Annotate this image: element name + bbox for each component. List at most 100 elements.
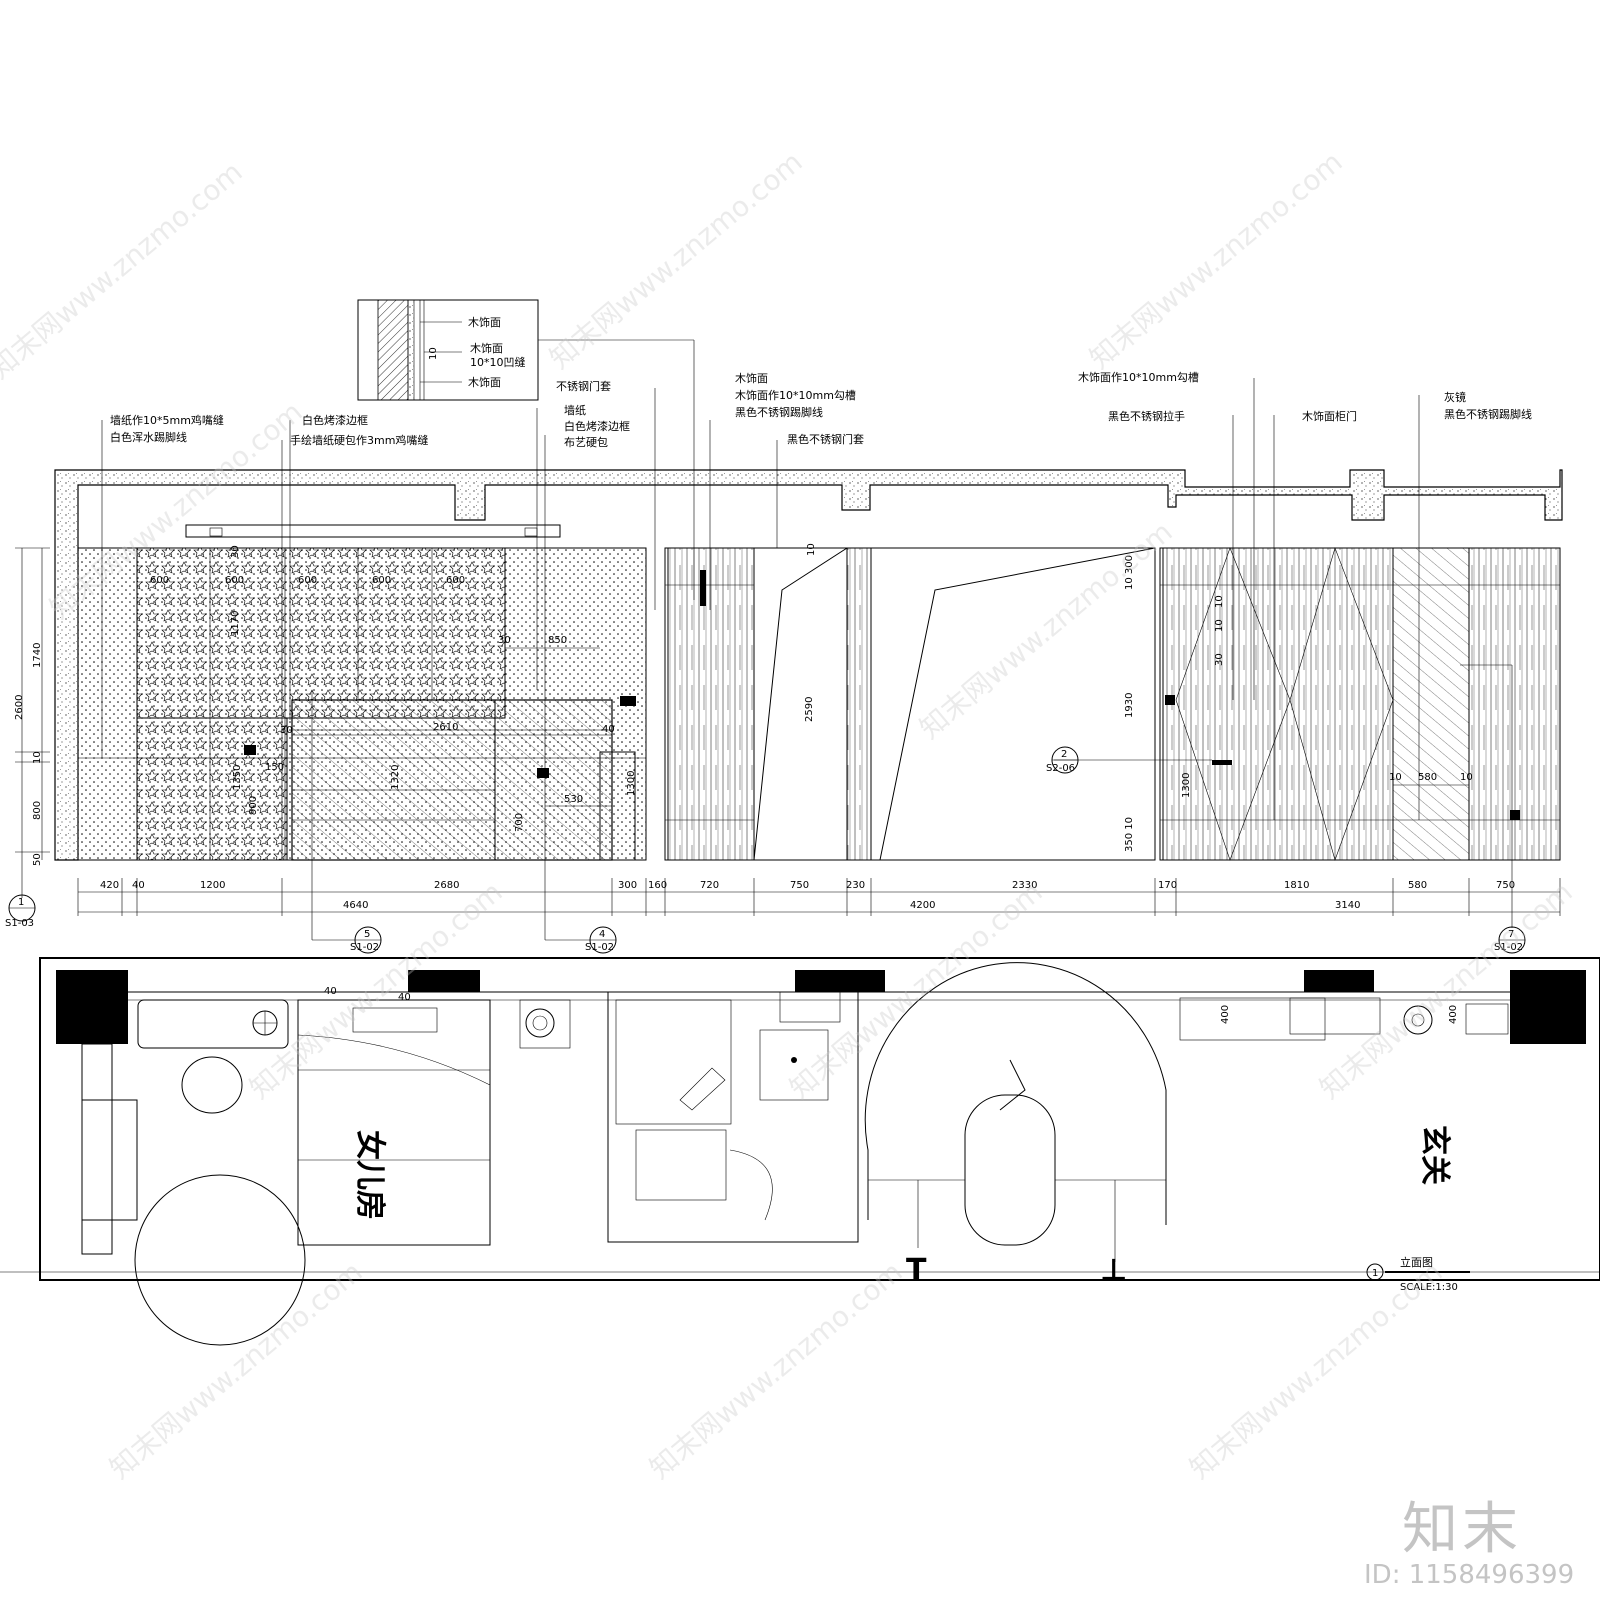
- brand-logo-text: 知末: [1402, 1497, 1522, 1562]
- plan-dim-40a: 40: [324, 986, 337, 997]
- dim-1320: 1320: [390, 765, 401, 790]
- wall-detail-section: 木饰面 木饰面 10*10凹缝 木饰面 10: [357, 299, 695, 600]
- panel-dim-2: 600: [225, 575, 244, 586]
- panel-dim-5: 600: [446, 575, 465, 586]
- ann-black-ss-skirting: 黑色不锈钢踢脚线: [735, 405, 823, 419]
- room-label-daughter: 女儿房: [352, 1130, 387, 1220]
- elevation-left-zone: [77, 524, 647, 861]
- bottom-total-4200: 4200: [910, 900, 935, 911]
- svg-text:1: 1: [18, 897, 24, 908]
- dim-30-handle: 30: [1214, 653, 1225, 666]
- callout-4: 4 S1-02: [544, 770, 617, 954]
- dim-700: 700: [514, 813, 525, 832]
- bottom-dim-160-5: 160: [648, 880, 667, 891]
- bottom-dim-750-13: 750: [1496, 880, 1515, 891]
- ann-black-ss-handle: 黑色不锈钢拉手: [1108, 409, 1185, 423]
- dim-1740: 1740: [32, 643, 43, 668]
- watermark-2: 知末网www.znzmo.com: [543, 145, 808, 375]
- plan-dim-400b: 400: [1448, 1005, 1459, 1024]
- detail-label-wood-bottom: 木饰面: [468, 375, 501, 389]
- vertical-dimensions: 2600 1740 10 800 50 1170 30 1350 900 132…: [14, 543, 1225, 870]
- detail-label-groove: 10*10凹缝: [470, 355, 526, 369]
- dim-10-left: 10: [32, 751, 43, 764]
- ann-fabric: 布艺硬包: [564, 436, 608, 449]
- ann-wood-face: 木饰面: [735, 371, 768, 385]
- ann-cabinet-door: 木饰面柜门: [1302, 409, 1357, 423]
- watermark-9: 知末网www.znzmo.com: [103, 1255, 368, 1485]
- ann-grey-mirror: 灰镜: [1444, 390, 1466, 404]
- dim-2600: 2600: [14, 695, 25, 720]
- dim-inner-150: 150: [265, 762, 284, 773]
- dim-2590: 2590: [804, 697, 815, 722]
- annotations-left: 墙纸作10*5mm鸡嘴缝 白色浑水踢脚线 白色烤漆边框 手绘墙纸硬包作3mm鸡嘴…: [110, 379, 630, 449]
- ann-black-ss-frame: 黑色不锈钢门套: [787, 432, 864, 446]
- panel-dim-1: 600: [150, 575, 169, 586]
- dim-inner-530: 530: [564, 794, 583, 805]
- panel-dim-4: 600: [372, 575, 391, 586]
- inner-dimensions: 30 850 2610 40 150 30 530 10 580 10: [265, 635, 1473, 807]
- svg-text:7: 7: [1508, 929, 1514, 940]
- svg-text:5: 5: [364, 929, 370, 940]
- dim-800: 800: [32, 801, 43, 820]
- dim-inner-580: 580: [1418, 772, 1437, 783]
- dim-1930: 1930: [1124, 693, 1135, 718]
- dim-1300-right: 1300: [1181, 773, 1192, 798]
- ann-wallpaper: 墙纸: [564, 403, 586, 417]
- bottom-dim-420-0: 420: [100, 880, 119, 891]
- annotations-middle: 木饰面 木饰面作10*10mm勾槽 黑色不锈钢踢脚线 黑色不锈钢门套: [735, 371, 864, 446]
- bottom-dim-720-6: 720: [700, 880, 719, 891]
- title-number: 1: [1372, 1268, 1378, 1279]
- callout-7: 7 S1-02: [1494, 665, 1526, 954]
- ann-white-skirting: 白色浑水踢脚线: [110, 430, 187, 444]
- dim-inner-30b: 30: [280, 725, 293, 736]
- callout-5: 5 S1-02: [311, 690, 382, 954]
- ann-wood-groove-right: 木饰面作10*10mm勾槽: [1078, 370, 1199, 384]
- svg-text:S1-02: S1-02: [585, 942, 614, 953]
- panel-dim-3: 600: [298, 575, 317, 586]
- dim-inner-10-mirror: 10: [1389, 772, 1402, 783]
- dim-50: 50: [32, 853, 43, 866]
- svg-text:S1-03: S1-03: [5, 918, 34, 929]
- room-label-foyer: 玄关: [1417, 1125, 1452, 1185]
- bottom-dim-2680-3: 2680: [434, 880, 459, 891]
- ann-ss-door-frame: 不锈钢门套: [556, 379, 611, 393]
- bottom-dim-230-8: 230: [846, 880, 865, 891]
- ann-wallpaper-seam: 墙纸作10*5mm鸡嘴缝: [110, 413, 224, 427]
- callout-1: 1 S1-03: [5, 870, 36, 929]
- dim-10-handle: 10: [1214, 619, 1225, 632]
- dim-inner-30: 30: [498, 635, 511, 646]
- ceiling-slab: [54, 469, 1563, 861]
- ann-wood-groove: 木饰面作10*10mm勾槽: [735, 388, 856, 402]
- panel-dims: 600 600 600 600 600: [150, 575, 465, 586]
- title-scale: SCALE:1:30: [1400, 1282, 1458, 1293]
- detail-gap-dim: 10: [428, 347, 439, 360]
- title-block: 1 立面图 SCALE:1:30: [1366, 1255, 1470, 1293]
- watermark-1: 知末网www.znzmo.com: [0, 155, 249, 385]
- ann-black-ss-skirting-right: 黑色不锈钢踢脚线: [1444, 407, 1532, 421]
- section-callouts: 1 S1-03 5 S1-02 4 S1-02 7 S1-02: [5, 665, 1526, 954]
- dim-inner-40: 40: [602, 724, 615, 735]
- bottom-total-4640: 4640: [343, 900, 368, 911]
- dim-1350: 1350: [232, 765, 243, 790]
- detail-label-wood-top: 木饰面: [468, 315, 501, 329]
- ann-handpainted: 手绘墙纸硬包作3mm鸡嘴缝: [290, 433, 428, 447]
- bottom-dim-300-4: 300: [618, 880, 637, 891]
- plan-dim-400a: 400: [1220, 1005, 1231, 1024]
- svg-text:S1-02: S1-02: [1494, 942, 1523, 953]
- stair-up-mark: ⊥: [1100, 1253, 1127, 1288]
- dim-inner-2610: 2610: [433, 722, 458, 733]
- bottom-total-3140: 3140: [1335, 900, 1360, 911]
- dim-900: 900: [248, 796, 259, 815]
- svg-text:S2-06: S2-06: [1046, 763, 1075, 774]
- svg-text:S1-02: S1-02: [350, 942, 379, 953]
- annotations-right: 木饰面作10*10mm勾槽 黑色不锈钢拉手 木饰面柜门 灰镜 黑色不锈钢踢脚线: [1078, 370, 1532, 423]
- svg-text:2: 2: [1061, 749, 1067, 760]
- dim-10-handle-top: 10: [1214, 595, 1225, 608]
- dim-30-top: 30: [230, 545, 241, 558]
- dim-10-door: 10: [806, 543, 817, 556]
- image-id-label: ID: 1158496399: [1364, 1560, 1575, 1590]
- svg-text:4: 4: [599, 929, 605, 940]
- dim-1170: 1170: [230, 611, 241, 636]
